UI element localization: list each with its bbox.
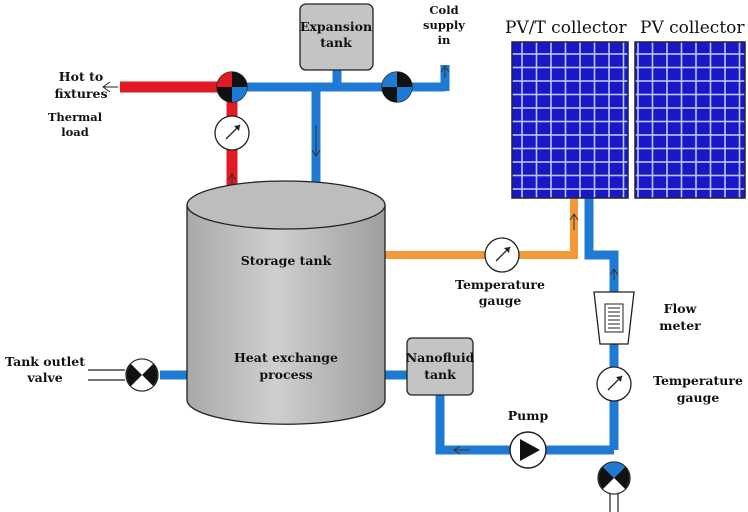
temperature-gauge-right-label-2: gauge bbox=[677, 390, 720, 405]
flow-meter-icon bbox=[593, 291, 635, 345]
expansion-tank-label-2: tank bbox=[320, 35, 352, 50]
flow-meter-label-2: meter bbox=[659, 318, 701, 333]
nanofluid-tank: Nanofluid tank bbox=[406, 337, 475, 396]
cold-supply-valve-icon bbox=[381, 71, 413, 103]
tank-outlet-valve-icon bbox=[125, 358, 159, 392]
storage-tank: Storage tank Heat exchange process bbox=[186, 180, 386, 425]
nanofluid-tank-label-1: Nanofluid bbox=[406, 350, 475, 365]
temperature-gauge-top-label-2: gauge bbox=[479, 293, 522, 308]
pump-loop-pipe bbox=[435, 393, 614, 455]
tank-outlet-valve-label-2: valve bbox=[26, 370, 62, 385]
tank-outlet-valve-label-1: Tank outlet bbox=[5, 354, 85, 369]
heat-exchange-label-2: process bbox=[259, 367, 312, 382]
blue-pipe-collector-supply bbox=[584, 195, 619, 450]
thermal-load-label-2: load bbox=[61, 125, 89, 139]
hot-to-fixtures-label-1: Hot to bbox=[59, 69, 103, 84]
pv-collector-panel bbox=[634, 41, 746, 199]
cold-supply-label-1: Cold bbox=[429, 3, 458, 17]
thermal-load-label-1: Thermal bbox=[48, 110, 103, 124]
expansion-tank-label-1: Expansion bbox=[300, 19, 372, 34]
flow-arrow-right-up2 bbox=[609, 268, 619, 280]
flow-arrow-down bbox=[311, 125, 321, 157]
bottom-drain-valve-icon bbox=[597, 461, 631, 495]
temperature-gauge-top-label-1: Temperature bbox=[455, 277, 545, 292]
pv-collector-label: PV collector bbox=[640, 18, 745, 38]
flow-arrow-orange bbox=[569, 213, 579, 230]
orange-pipe-collector-return bbox=[383, 195, 578, 259]
cold-supply-label-2: supply bbox=[423, 18, 465, 32]
heat-exchange-label-1: Heat exchange bbox=[234, 350, 338, 365]
pump-label: Pump bbox=[508, 408, 549, 423]
flow-arrow-cold bbox=[440, 65, 450, 78]
storage-tank-label: Storage tank bbox=[241, 253, 332, 268]
flow-arrow-left bbox=[453, 445, 470, 455]
thermal-load-gauge-icon bbox=[214, 115, 250, 151]
temperature-gauge-right-label-1: Temperature bbox=[653, 373, 743, 388]
temperature-gauge-top-icon bbox=[484, 237, 520, 273]
nanofluid-tank-label-2: tank bbox=[424, 367, 456, 382]
hot-outlet-arrow-icon bbox=[102, 81, 118, 93]
storage-tank-top bbox=[186, 180, 386, 230]
flow-meter-label-1: Flow bbox=[664, 301, 698, 316]
pvt-collector-panel bbox=[511, 41, 629, 199]
hot-to-fixtures-label-2: fixtures bbox=[55, 86, 108, 101]
expansion-tank: Expansion tank bbox=[299, 3, 374, 71]
temperature-gauge-right-icon bbox=[596, 366, 632, 402]
pump-icon bbox=[509, 431, 547, 469]
cold-supply-label-3: in bbox=[438, 33, 451, 47]
pvt-collector-label: PV/T collector bbox=[505, 18, 627, 38]
mixing-valve-icon bbox=[216, 71, 248, 103]
